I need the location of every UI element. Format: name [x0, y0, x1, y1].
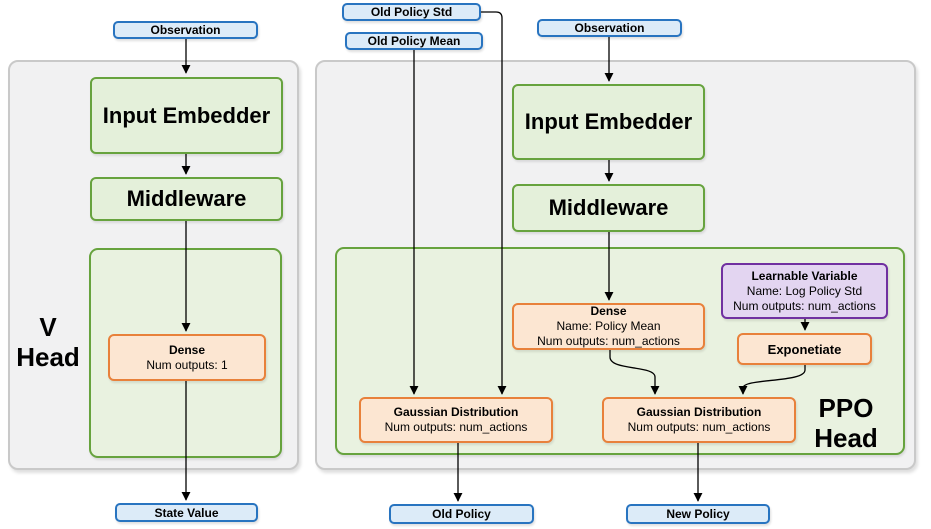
- exponetiate-label: Exponetiate: [767, 341, 842, 357]
- middleware-node-ppo: Middleware: [512, 184, 705, 232]
- observation-node-v: Observation: [113, 21, 258, 39]
- dense-title-v: Dense: [168, 342, 206, 357]
- dense-name-ppo: Name: Policy Mean: [556, 319, 661, 333]
- dense-node-v: Dense Num outputs: 1: [108, 334, 266, 381]
- gaussian-new-outputs: Num outputs: num_actions: [627, 420, 771, 434]
- learnable-variable-outputs: Num outputs: num_actions: [733, 298, 876, 313]
- ppo-head-label: PPO Head: [806, 393, 886, 453]
- observation-node-ppo: Observation: [537, 19, 682, 37]
- learnable-variable-title: Learnable Variable: [751, 268, 858, 283]
- gaussian-new-title: Gaussian Distribution: [636, 405, 762, 419]
- gaussian-old-title: Gaussian Distribution: [393, 405, 519, 419]
- old-policy-mean-node: Old Policy Mean: [345, 32, 483, 50]
- v-head-label-line1: V: [39, 312, 57, 342]
- gaussian-distribution-old-node: Gaussian Distribution Num outputs: num_a…: [359, 397, 553, 443]
- exponetiate-node: Exponetiate: [737, 333, 872, 365]
- ppo-head-label-line2: Head: [814, 423, 878, 453]
- input-embedder-node-ppo: Input Embedder: [512, 84, 705, 160]
- old-policy-node: Old Policy: [389, 504, 534, 524]
- input-embedder-node-v: Input Embedder: [90, 77, 283, 154]
- learnable-variable-node: Learnable Variable Name: Log Policy Std …: [721, 263, 888, 319]
- dense-outputs-ppo: Num outputs: num_actions: [537, 334, 680, 348]
- gaussian-distribution-new-node: Gaussian Distribution Num outputs: num_a…: [602, 397, 796, 443]
- new-policy-node: New Policy: [626, 504, 770, 524]
- state-value-node: State Value: [115, 503, 258, 522]
- dense-title-ppo: Dense: [590, 304, 627, 318]
- dense-node-ppo: Dense Name: Policy Mean Num outputs: num…: [512, 303, 705, 350]
- gaussian-old-outputs: Num outputs: num_actions: [384, 420, 528, 434]
- v-head-label-line2: Head: [16, 342, 80, 372]
- dense-outputs-v: Num outputs: 1: [146, 357, 228, 372]
- old-policy-std-node: Old Policy Std: [342, 3, 481, 21]
- middleware-node-v: Middleware: [90, 177, 283, 221]
- ppo-head-label-line1: PPO: [818, 393, 874, 423]
- v-head-label: V Head: [12, 312, 84, 372]
- learnable-variable-name: Name: Log Policy Std: [746, 283, 863, 298]
